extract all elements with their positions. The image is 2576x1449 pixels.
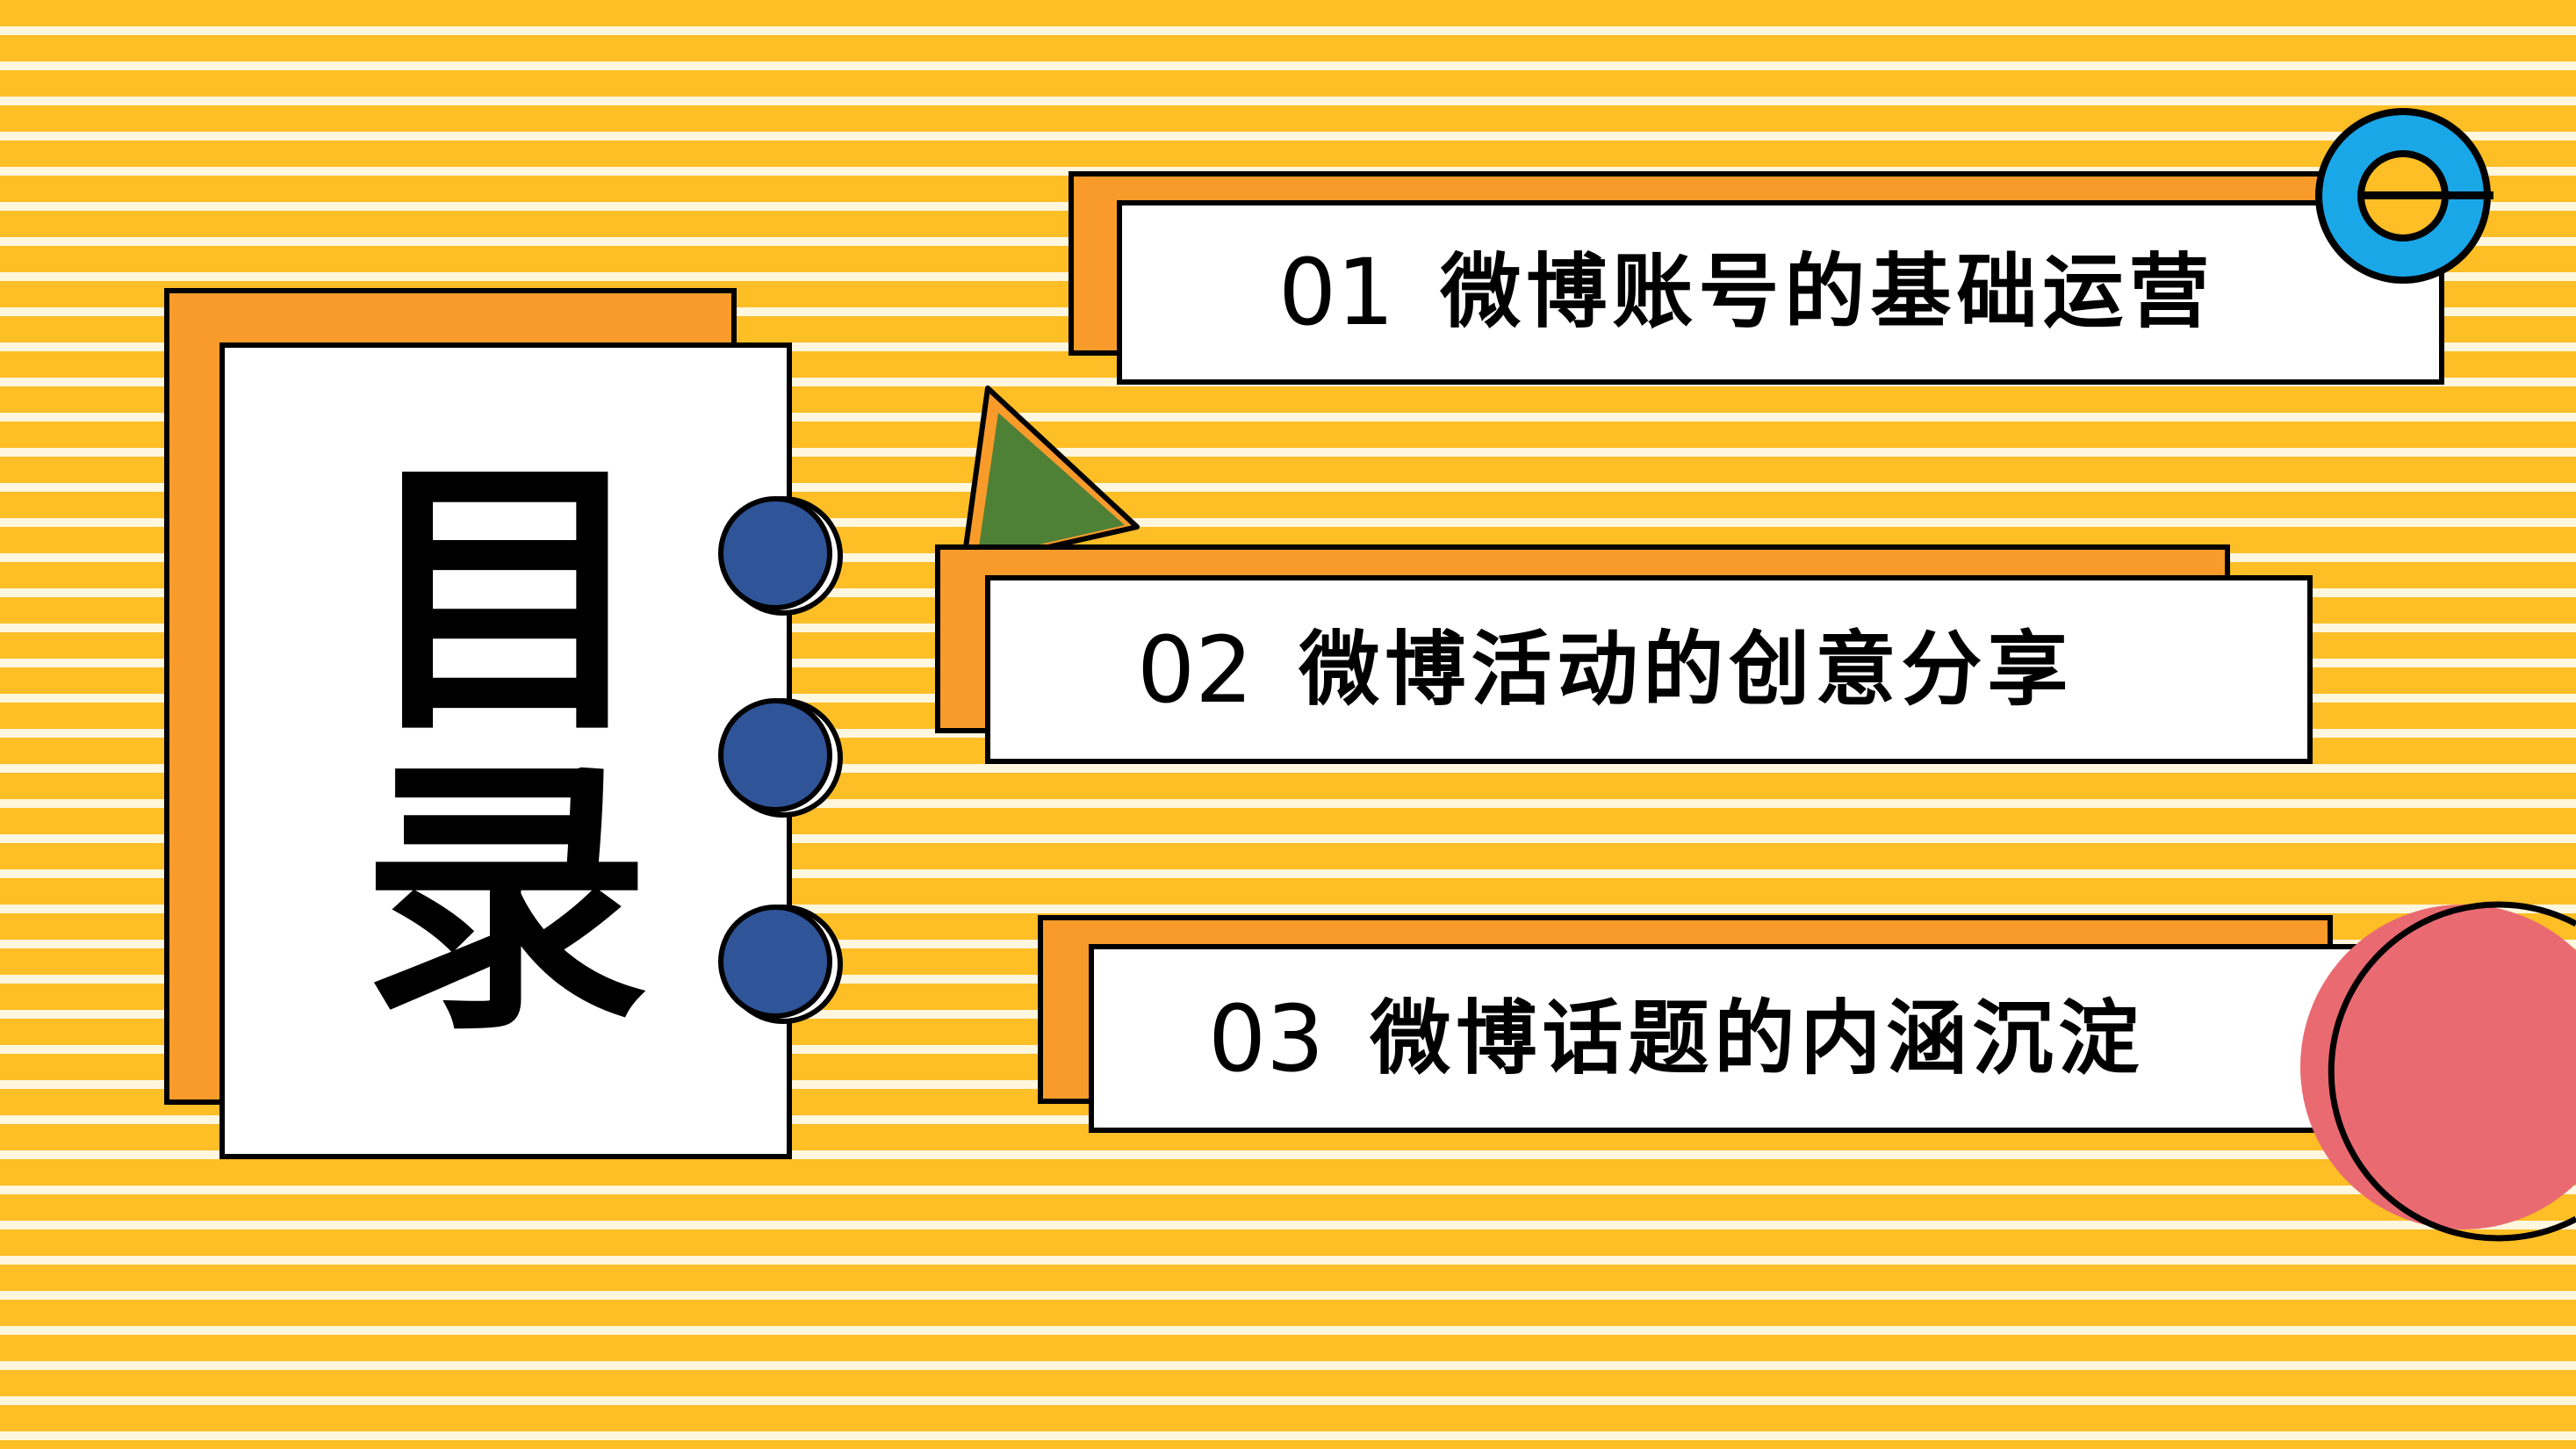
menu-item-3[interactable]: 03 微博话题的内涵沉淀: [1089, 944, 2416, 1133]
binder-dot-icon: [718, 698, 832, 812]
circle-shape-icon: [2300, 901, 2576, 1242]
menu-item-number: 03: [1208, 984, 1325, 1092]
ring-shape-icon: [2315, 108, 2493, 284]
menu-item-label: 微博活动的创意分享: [1299, 622, 2074, 717]
menu-item-number: 02: [1137, 616, 1254, 724]
title-card: 目 录: [219, 342, 792, 1159]
menu-item-label: 微博话题的内涵沉淀: [1370, 991, 2145, 1085]
binder-dot-icon: [718, 905, 832, 1019]
menu-item-2[interactable]: 02 微博活动的创意分享: [985, 575, 2313, 764]
menu-item-1[interactable]: 01 微博账号的基础运营: [1117, 200, 2444, 385]
binder-dot-icon: [718, 496, 832, 610]
title-char-2: 录: [361, 732, 651, 1069]
menu-item-label: 微博账号的基础运营: [1440, 245, 2215, 339]
title-char-1: 目: [361, 433, 651, 770]
menu-item-number: 01: [1278, 239, 1395, 346]
